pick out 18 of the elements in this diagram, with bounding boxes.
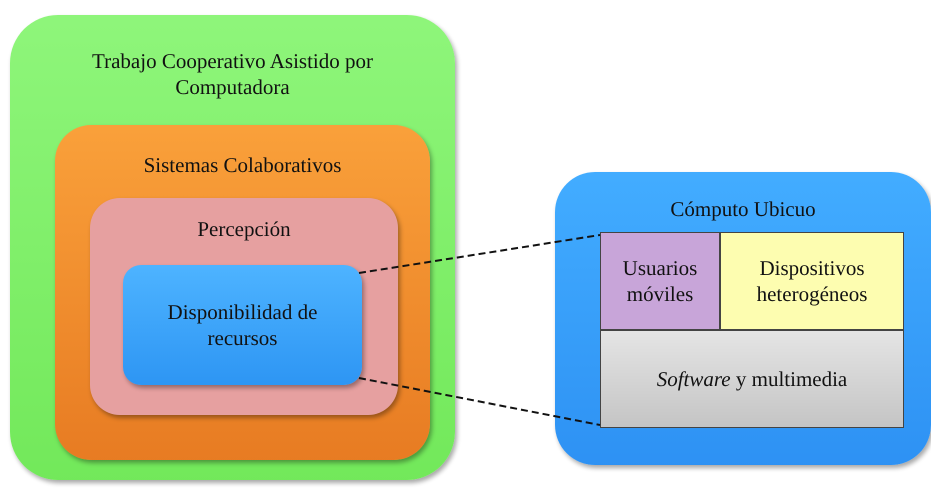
node-label: Dispositivos heterogéneos — [756, 254, 868, 308]
node-label: Usuarios móviles — [622, 254, 698, 308]
dashed-connector — [358, 377, 600, 426]
node-label: Sistemas Colaborativos — [142, 152, 342, 178]
dashed-connector — [358, 234, 600, 274]
outer-box — [10, 15, 455, 480]
node-label: Disponibilidad de recursos — [166, 298, 318, 352]
nested-box — [55, 125, 430, 460]
process-box — [123, 265, 362, 385]
outer-box — [555, 172, 931, 465]
grid-cell — [720, 232, 904, 330]
grid-cell — [600, 330, 904, 428]
node-label: Software y multimedia — [656, 366, 848, 392]
nested-box — [90, 198, 398, 415]
node-label: Cómputo Ubicuo — [669, 196, 817, 222]
grid-cell — [600, 232, 720, 330]
node-label: Percepción — [196, 216, 292, 242]
node-label: Trabajo Cooperativo Asistido por Computadora — [91, 48, 374, 100]
